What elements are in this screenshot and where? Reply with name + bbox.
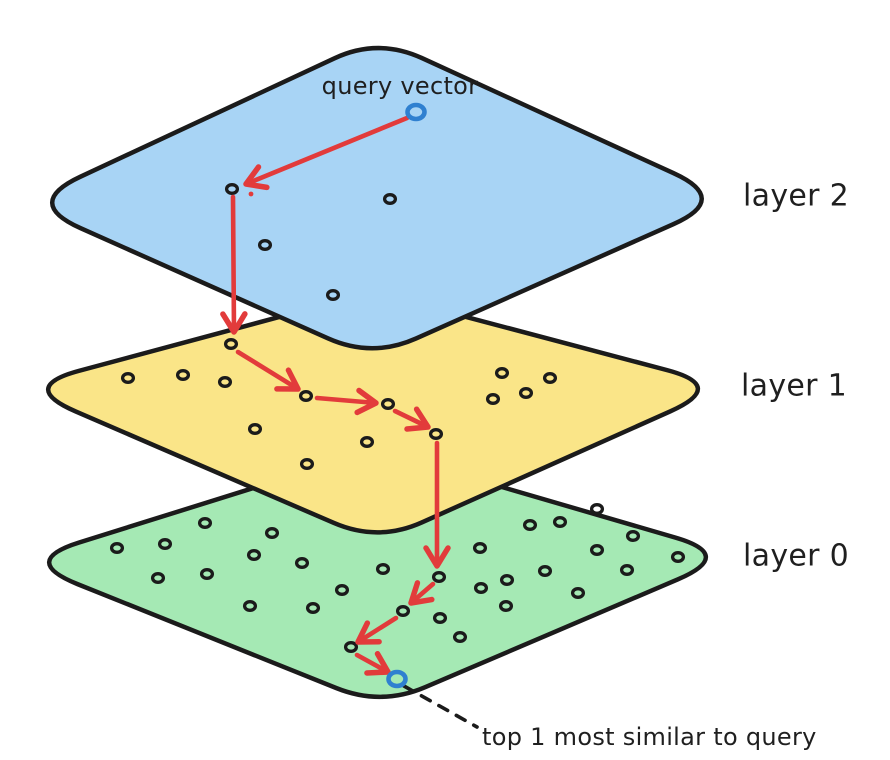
vector-node-dot — [298, 390, 314, 402]
vector-node-dot — [223, 338, 239, 350]
search-path-arrow — [220, 194, 248, 335]
vector-node-dot — [242, 600, 258, 612]
vector-node-dot — [380, 398, 396, 410]
layer-layer-2-surface — [50, 45, 704, 351]
vector-node-dot — [431, 571, 447, 583]
vector-node-dot — [518, 387, 534, 399]
vector-node-dot — [452, 631, 468, 643]
vector-node-dot — [485, 393, 501, 405]
layer-2-label: layer 2 — [743, 178, 849, 214]
vector-node-dot — [499, 574, 515, 586]
search-path-arrow — [392, 406, 431, 432]
vector-node-dot — [542, 372, 558, 384]
vector-node-dot — [109, 542, 125, 554]
vector-node-dot — [375, 563, 391, 575]
vector-node-dot — [428, 428, 444, 440]
result-point — [386, 669, 408, 689]
query-vector-point — [405, 102, 427, 122]
layer-0-label: layer 0 — [743, 538, 849, 574]
search-path-arrow — [243, 115, 410, 191]
vector-node-dot — [334, 584, 350, 596]
vector-node-dot — [473, 582, 489, 594]
vector-node-dot — [494, 367, 510, 379]
vector-node-dot — [589, 544, 605, 556]
vector-node-dot — [570, 587, 586, 599]
vector-node-dot — [432, 612, 448, 624]
vector-node-dot — [120, 372, 136, 384]
vector-node-dot — [359, 436, 375, 448]
vector-node-dot — [247, 423, 263, 435]
vector-node-dot — [264, 527, 280, 539]
vector-node-dot — [619, 564, 635, 576]
vector-node-dot — [498, 600, 514, 612]
vector-node-dot — [537, 565, 553, 577]
vector-node-dot — [224, 183, 240, 195]
vector-node-dot — [294, 557, 310, 569]
vector-node-dot — [197, 517, 213, 529]
vector-node-dot — [382, 193, 398, 205]
vector-node-dot — [246, 549, 262, 561]
vector-node-dot — [157, 538, 173, 550]
vector-node-dot — [217, 376, 233, 388]
result-pointer-dashed-line — [402, 684, 479, 729]
vector-node-dot — [150, 572, 166, 584]
vector-node-dot — [199, 568, 215, 580]
search-path-arrow — [408, 580, 436, 606]
vector-node-dot — [589, 503, 605, 515]
search-path-arrow — [354, 650, 391, 676]
search-path-arrow — [235, 349, 301, 392]
search-path-arrow — [314, 387, 379, 416]
vector-node-dot — [670, 551, 686, 563]
layer-1-label: layer 1 — [741, 368, 847, 404]
vector-node-dot — [257, 239, 273, 251]
vector-node-dot — [299, 458, 315, 470]
red-speck — [248, 191, 254, 197]
result-label: top 1 most similar to query — [482, 723, 817, 751]
vector-node-dot — [305, 602, 321, 614]
vector-node-dot — [625, 530, 641, 542]
vector-node-dot — [343, 641, 359, 653]
vector-node-dot — [552, 516, 568, 528]
search-path-arrow — [355, 615, 399, 645]
vector-node-dot — [325, 289, 341, 301]
vector-node-dot — [395, 605, 411, 617]
vector-node-dot — [472, 542, 488, 554]
query-vector-label: query vector — [321, 72, 479, 100]
vector-node-dot — [175, 369, 191, 381]
vector-node-dot — [522, 519, 538, 531]
